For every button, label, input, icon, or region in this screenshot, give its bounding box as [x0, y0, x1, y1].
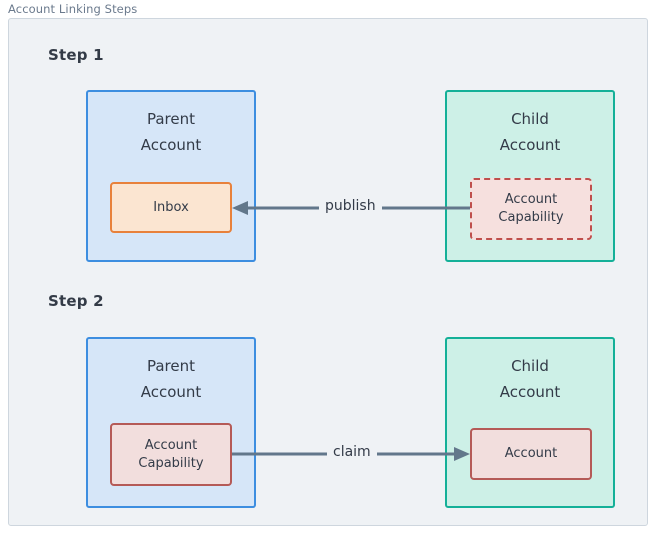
step-1-parent-account-node[interactable]: Parent Account [86, 90, 256, 262]
step-2-account-capability-box[interactable]: Account Capability [110, 423, 232, 486]
step-2-account-box[interactable]: Account [470, 428, 592, 480]
step-1-account-capability-box[interactable]: Account Capability [470, 178, 592, 240]
step-1-publish-edge-label: publish [319, 198, 382, 214]
step-1-label: Step 1 [48, 46, 104, 64]
step-1-inbox-box[interactable]: Inbox [110, 182, 232, 233]
step-2-account-label: Account [504, 446, 558, 461]
diagram-title: Account Linking Steps [8, 2, 138, 16]
step-1-parent-account-title: Parent Account [140, 110, 202, 154]
step-1-inbox-label: Inbox [153, 199, 189, 215]
step-1-child-account-title: Child Account [499, 110, 561, 154]
step-2-parent-account-title: Parent Account [140, 357, 202, 401]
step-2-label: Step 2 [48, 292, 104, 310]
step-2-child-account-title: Child Account [499, 357, 561, 401]
step-1-account-capability-label: Account Capability [498, 192, 564, 225]
step-2-child-account-node[interactable]: Child Account [445, 337, 615, 508]
step-2-claim-edge-label: claim [327, 444, 377, 460]
step-2-account-capability-label: Account Capability [138, 437, 204, 471]
